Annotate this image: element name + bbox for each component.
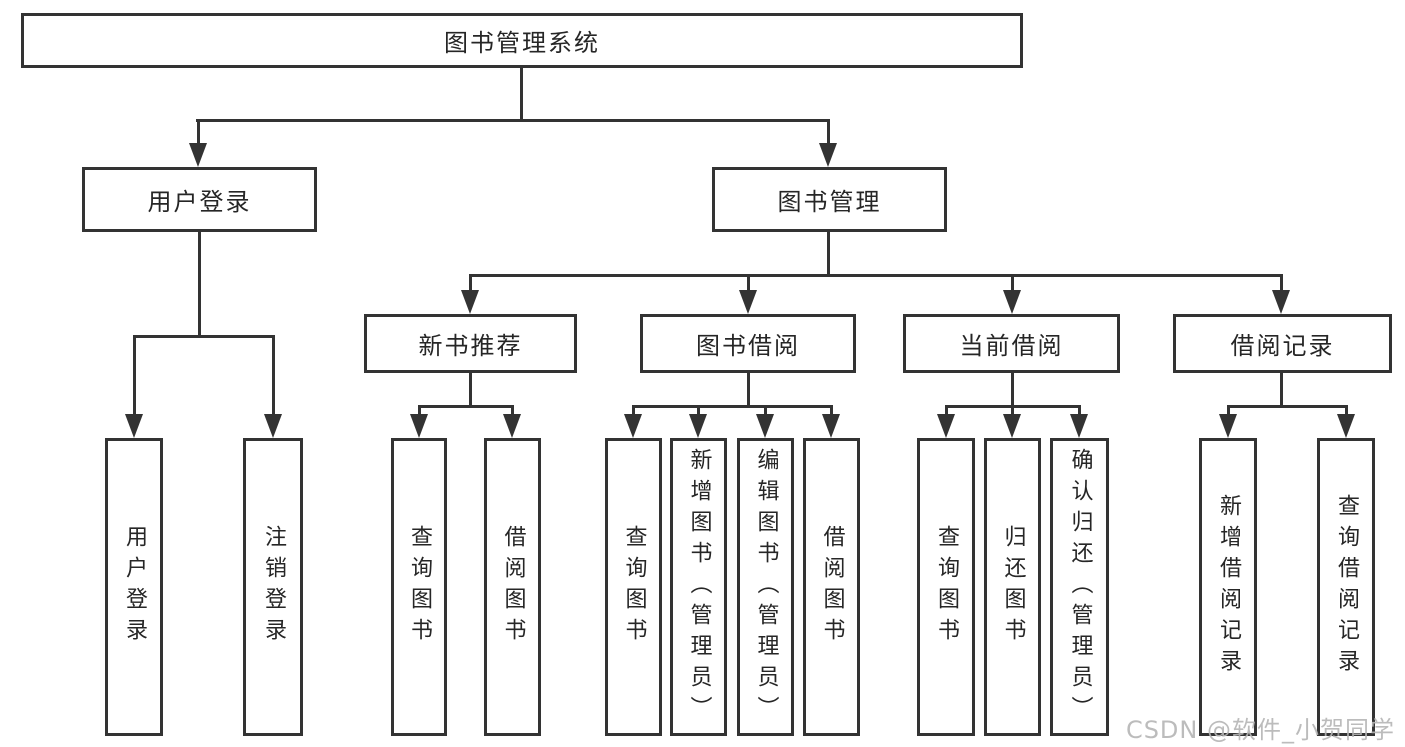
node-book-borrowing: 图书借阅 <box>640 314 856 373</box>
arrow-down-icon <box>125 414 143 438</box>
leaf-return-books-label: 归还图书 <box>1000 525 1026 649</box>
arrow-down-icon <box>1272 290 1290 314</box>
leaf-search-books-recommend-label: 查询图书 <box>407 525 432 649</box>
connector-line <box>1011 373 1014 408</box>
arrow-down-icon <box>937 414 955 438</box>
leaf-edit-book-admin-label: 编辑图书（管理员） <box>753 447 779 727</box>
arrow-down-icon <box>461 290 479 314</box>
leaf-logout: 注销登录 <box>243 438 303 736</box>
connector-line <box>198 232 201 337</box>
connector-line <box>196 119 830 122</box>
connector-line <box>1078 405 1081 417</box>
leaf-search-books-borrowing: 查询图书 <box>605 438 662 736</box>
connector-line <box>469 274 472 292</box>
connector-line <box>469 274 1283 277</box>
arrow-down-icon <box>624 414 642 438</box>
leaf-confirm-return-admin-label: 确认归还（管理员） <box>1067 447 1093 727</box>
arrow-down-icon <box>689 414 707 438</box>
arrow-down-icon <box>264 414 282 438</box>
node-current-borrowing-label: 当前借阅 <box>959 332 1064 360</box>
connector-line <box>1227 405 1230 417</box>
connector-line <box>272 335 275 416</box>
connector-line <box>945 405 948 417</box>
leaf-search-books-borrowing-label: 查询图书 <box>621 525 647 649</box>
connector-line <box>133 335 136 416</box>
arrow-down-icon <box>189 143 207 167</box>
connector-line <box>632 405 833 408</box>
leaf-borrow-books-recommend: 借阅图书 <box>484 438 541 736</box>
connector-line <box>632 405 635 417</box>
leaf-search-books-current: 查询图书 <box>917 438 975 736</box>
leaf-add-book-admin: 新增图书（管理员） <box>670 438 727 736</box>
leaf-borrow-books-recommend-label: 借阅图书 <box>500 525 526 649</box>
arrow-down-icon <box>1003 290 1021 314</box>
arrow-down-icon <box>410 414 428 438</box>
leaf-add-borrow-record: 新增借阅记录 <box>1199 438 1257 736</box>
connector-line <box>827 232 830 277</box>
connector-line <box>1011 274 1014 292</box>
connector-line <box>830 405 833 417</box>
leaf-borrow-books: 借阅图书 <box>803 438 860 736</box>
node-book-management-label: 图书管理 <box>777 188 882 216</box>
connector-line <box>1345 405 1348 417</box>
leaf-search-borrow-record-label: 查询借阅记录 <box>1334 494 1359 680</box>
leaf-user-login-label: 用户登录 <box>122 525 147 649</box>
arrow-down-icon <box>1070 414 1088 438</box>
connector-line <box>511 405 514 417</box>
node-borrowing-records-label: 借阅记录 <box>1230 332 1335 360</box>
leaf-user-login: 用户登录 <box>105 438 163 736</box>
node-borrowing-records: 借阅记录 <box>1173 314 1392 373</box>
connector-line <box>764 405 767 417</box>
node-user-login: 用户登录 <box>82 167 317 232</box>
leaf-add-borrow-record-label: 新增借阅记录 <box>1216 494 1241 680</box>
connector-line <box>197 119 200 145</box>
leaf-search-books-current-label: 查询图书 <box>934 525 959 649</box>
connector-line <box>1280 274 1283 292</box>
leaf-search-books-recommend: 查询图书 <box>391 438 447 736</box>
arrow-down-icon <box>1337 414 1355 438</box>
node-root: 图书管理系统 <box>21 13 1023 68</box>
csdn-watermark: CSDN @软件_小贺同学 <box>1125 716 1395 744</box>
connector-line <box>520 68 523 122</box>
node-book-borrowing-label: 图书借阅 <box>696 332 800 360</box>
leaf-edit-book-admin: 编辑图书（管理员） <box>737 438 794 736</box>
arrow-down-icon <box>819 143 837 167</box>
arrow-down-icon <box>1219 414 1237 438</box>
node-new-book-recommendation-label: 新书推荐 <box>418 332 523 360</box>
connector-line <box>418 405 421 417</box>
node-book-management: 图书管理 <box>712 167 947 232</box>
connector-line <box>827 119 830 145</box>
connector-line <box>418 405 514 408</box>
leaf-logout-label: 注销登录 <box>261 525 286 649</box>
leaf-return-books: 归还图书 <box>984 438 1041 736</box>
connector-line <box>1227 405 1348 408</box>
node-root-label: 图书管理系统 <box>444 29 600 57</box>
connector-line <box>1011 405 1014 417</box>
arrow-down-icon <box>756 414 774 438</box>
leaf-add-book-admin-label: 新增图书（管理员） <box>686 447 712 727</box>
node-user-login-label: 用户登录 <box>147 188 252 216</box>
connector-line <box>1280 373 1283 408</box>
leaf-borrow-books-label: 借阅图书 <box>819 525 845 649</box>
connector-line <box>697 405 700 417</box>
arrow-down-icon <box>739 290 757 314</box>
connector-line <box>133 335 275 338</box>
leaf-confirm-return-admin: 确认归还（管理员） <box>1050 438 1109 736</box>
leaf-search-borrow-record: 查询借阅记录 <box>1317 438 1375 736</box>
node-new-book-recommendation: 新书推荐 <box>364 314 577 373</box>
connector-line <box>747 373 750 408</box>
node-current-borrowing: 当前借阅 <box>903 314 1120 373</box>
arrow-down-icon <box>1003 414 1021 438</box>
connector-line <box>747 274 750 292</box>
connector-line <box>469 373 472 408</box>
arrow-down-icon <box>503 414 521 438</box>
arrow-down-icon <box>822 414 840 438</box>
